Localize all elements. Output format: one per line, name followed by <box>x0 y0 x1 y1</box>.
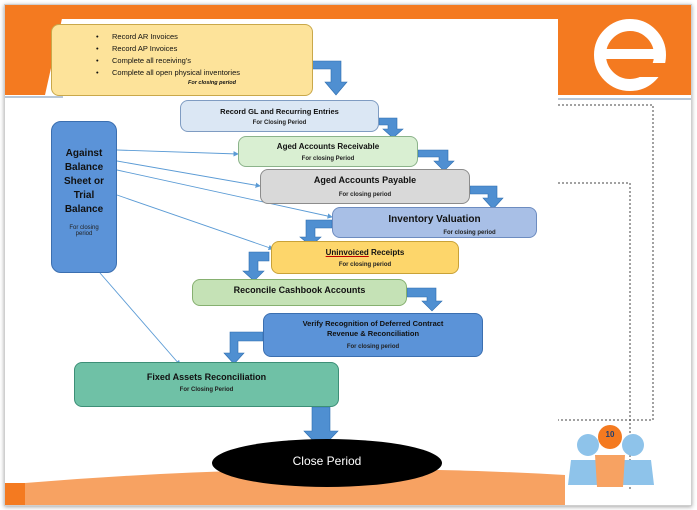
step-title-underlined: Uninvoiced <box>325 248 369 257</box>
connector-arrows <box>99 149 333 366</box>
step-aged-payable: Aged Accounts Payable For closing period <box>260 169 470 204</box>
e-logo <box>594 19 669 91</box>
prerequisites-list: Record AR Invoices Record AP Invoices Co… <box>52 31 312 79</box>
step-inventory-valuation: Inventory Valuation For closing period <box>332 207 537 238</box>
dashed-connector <box>558 104 654 421</box>
step-title: Aged Accounts Receivable <box>276 142 380 151</box>
slide-frame: Record AR Invoices Record AP Invoices Co… <box>4 4 692 506</box>
balance-sheet-box: Against Balance Sheet or Trial Balance F… <box>51 121 117 273</box>
step-title: Record GL and Recurring Entries <box>220 107 339 116</box>
step-note: For Closing Period <box>179 387 234 393</box>
step-aged-receivable: Aged Accounts Receivable For closing Per… <box>238 136 418 167</box>
close-period-node: Close Period <box>212 439 442 487</box>
left-orange-shape <box>5 5 65 95</box>
slide-background <box>5 5 691 505</box>
step-note: For closing Period <box>301 156 355 162</box>
step-title-rest: Receipts <box>368 248 405 257</box>
step-reconcile-cashbook: Reconcile Cashbook Accounts <box>192 279 407 306</box>
prerequisites-note: For closing period <box>188 80 236 86</box>
bottom-orange-curve <box>25 469 565 505</box>
step-note: For Closing Period <box>252 120 307 126</box>
badge-number: 10 <box>605 430 615 439</box>
step-record-gl: Record GL and Recurring Entries For Clos… <box>180 100 379 132</box>
balance-sheet-note: For closing period <box>69 225 99 237</box>
step-deferred-revenue: Verify Recognition of Deferred Contract … <box>263 313 483 357</box>
flow-arrows <box>223 60 504 450</box>
prerequisites-box: Record AR Invoices Record AP Invoices Co… <box>51 24 313 96</box>
step-note: For closing period <box>338 192 392 198</box>
step-title: Fixed Assets Reconciliation <box>146 372 267 382</box>
step-title: Inventory Valuation <box>388 214 481 225</box>
step-fixed-assets: Fixed Assets Reconciliation For Closing … <box>74 362 339 407</box>
step-note: For closing period <box>338 262 392 268</box>
step-note: For closing period <box>443 230 496 236</box>
balance-sheet-title: Against Balance Sheet or Trial Balance <box>63 148 104 215</box>
step-note: For closing period <box>346 344 400 350</box>
step-uninvoiced-receipts: Uninvoiced Receipts For closing period <box>271 241 459 274</box>
prerequisite-item: Record AR Invoices <box>112 31 312 43</box>
step-title: Uninvoiced Receipts <box>272 248 458 257</box>
step-title: Verify Recognition of Deferred Contract … <box>302 319 444 338</box>
prerequisite-item: Complete all open physical inventories <box>112 67 312 79</box>
step-title: Aged Accounts Payable <box>313 175 417 185</box>
team-badge-icon <box>568 425 654 487</box>
prerequisite-item: Complete all receiving's <box>112 55 312 67</box>
top-orange-band <box>5 5 691 19</box>
prerequisite-item: Record AP Invoices <box>112 43 312 55</box>
step-title: Reconcile Cashbook Accounts <box>233 285 366 295</box>
